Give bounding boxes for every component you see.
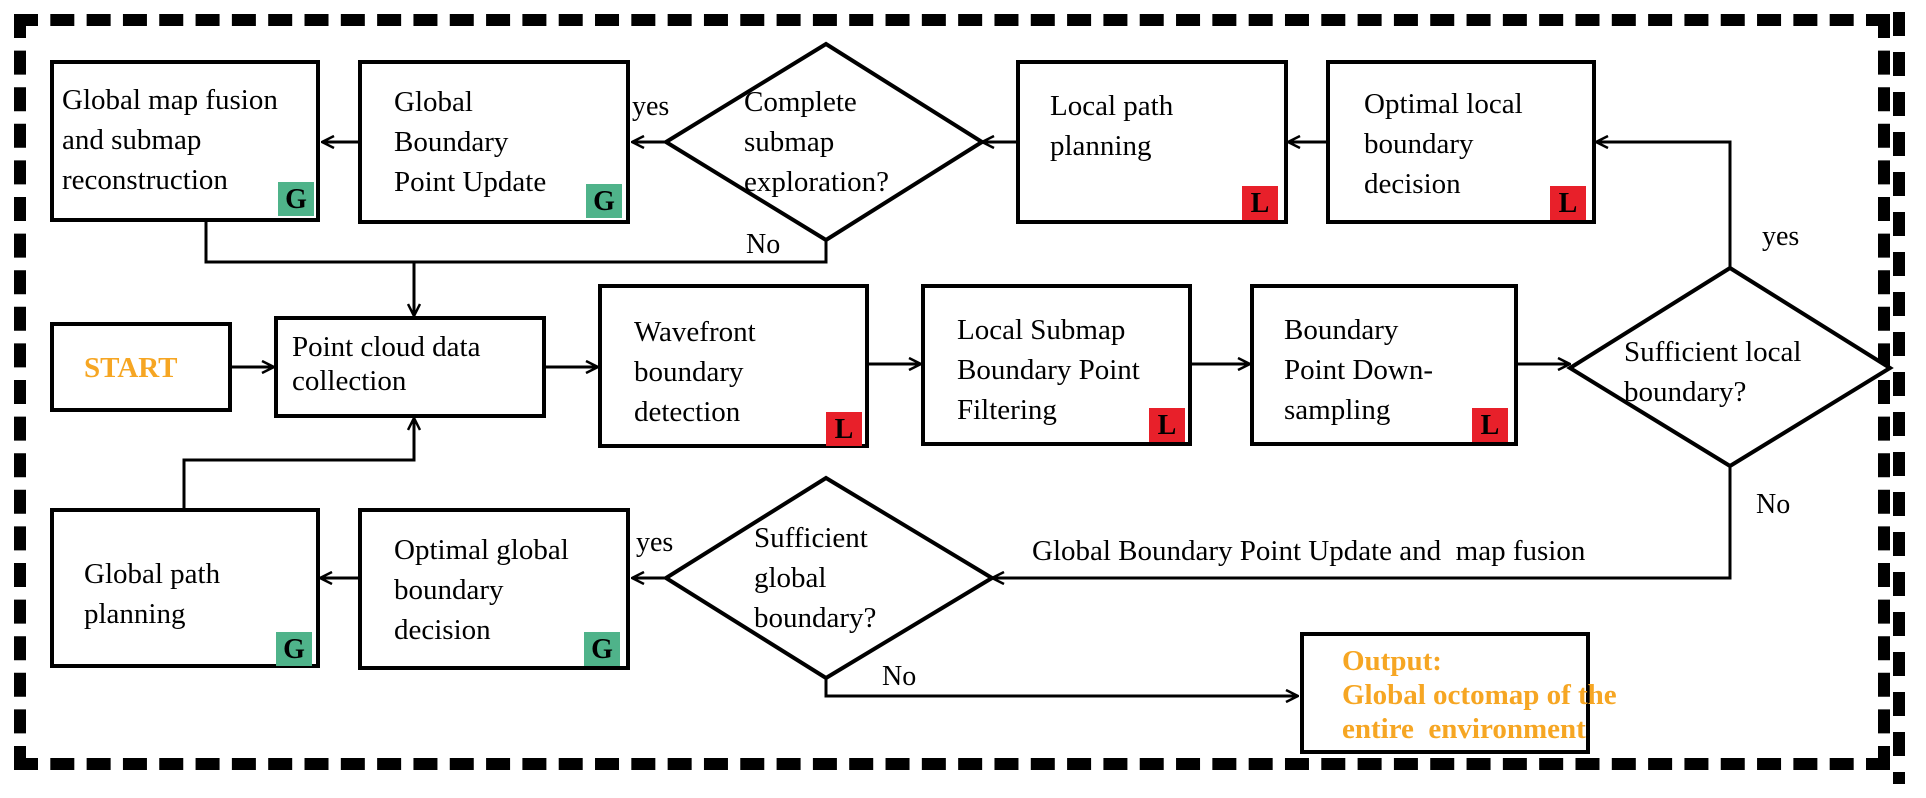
edge-label-no-global: No	[882, 661, 917, 692]
arrow-fusion-to-pointcloud	[204, 220, 414, 316]
process-local-submap-filtering: Local Submap Boundary Point Filtering L	[921, 284, 1192, 446]
arrow-global-path-to-pointcloud	[182, 418, 414, 508]
arrow-sufficient-global-no	[824, 678, 1298, 696]
global-badge: G	[586, 184, 622, 218]
output-body: Global octomap of the entire environment	[1342, 679, 1617, 745]
node-label: Wavefront boundary detection	[634, 316, 756, 428]
local-badge: L	[1472, 408, 1508, 442]
node-label: Local path planning	[1050, 90, 1174, 162]
process-wavefront-detection: Wavefront boundary detection L	[598, 284, 869, 448]
edge-label-yes-local: yes	[1762, 221, 1800, 252]
node-label: Optimal local boundary decision	[1364, 88, 1523, 200]
local-badge: L	[1149, 408, 1185, 442]
decision-sufficient-local-label: Sufficient local boundary?	[1624, 336, 1802, 408]
arrow-sufficient-local-no	[992, 466, 1732, 578]
edge-label-no-local: No	[1756, 489, 1791, 520]
local-badge: L	[1550, 186, 1586, 220]
arrow-sufficient-local-yes	[1596, 142, 1732, 268]
edge-label-yes-global: yes	[636, 527, 674, 558]
process-global-boundary-point-update: Global Boundary Point Update G	[358, 60, 630, 224]
global-badge: G	[276, 632, 312, 666]
edge-label-yes-complete: yes	[632, 91, 670, 122]
local-badge: L	[826, 412, 862, 446]
global-badge: G	[584, 632, 620, 666]
dashed-frame-right-edge	[1893, 12, 1905, 784]
global-badge: G	[278, 182, 314, 216]
start-label: START	[84, 352, 178, 384]
node-label: Global path planning	[84, 558, 221, 630]
edge-label-global-update-fusion: Global Boundary Point Update and map fus…	[1032, 535, 1586, 567]
output-node: Output: Global octomap of the entire env…	[1300, 632, 1617, 754]
start-node: START	[50, 322, 232, 412]
node-label: Global Boundary Point Update	[394, 86, 547, 198]
local-badge: L	[1242, 186, 1278, 220]
process-optimal-global-boundary: Optimal global boundary decision G	[358, 508, 630, 670]
process-optimal-local-boundary: Optimal local boundary decision L	[1326, 60, 1596, 224]
decision-complete-submap	[662, 41, 986, 243]
process-point-cloud-collection: Point cloud data collection	[274, 316, 546, 418]
decision-complete-label: Complete submap exploration?	[744, 86, 889, 198]
process-global-path-planning: Global path planning G	[50, 508, 320, 668]
process-boundary-downsampling: Boundary Point Down- sampling L	[1250, 284, 1518, 446]
line-complete-no	[414, 240, 828, 264]
decision-sufficient-global-label: Sufficient global boundary?	[754, 522, 877, 634]
node-label: Optimal global boundary decision	[394, 534, 569, 646]
process-global-map-fusion: Global map fusion and submap reconstruct…	[50, 60, 320, 222]
node-label: Point cloud data collection	[292, 331, 481, 397]
edge-label-no-complete: No	[746, 229, 781, 260]
node-label: Local Submap Boundary Point Filtering	[957, 314, 1140, 426]
output-title: Output:	[1342, 645, 1442, 677]
process-local-path-planning: Local path planning L	[1016, 60, 1288, 224]
node-label: Boundary Point Down- sampling	[1284, 314, 1434, 426]
decision-sufficient-global	[662, 475, 996, 681]
node-label: Global map fusion and submap reconstruct…	[62, 84, 278, 196]
decision-sufficient-local	[1566, 265, 1894, 469]
